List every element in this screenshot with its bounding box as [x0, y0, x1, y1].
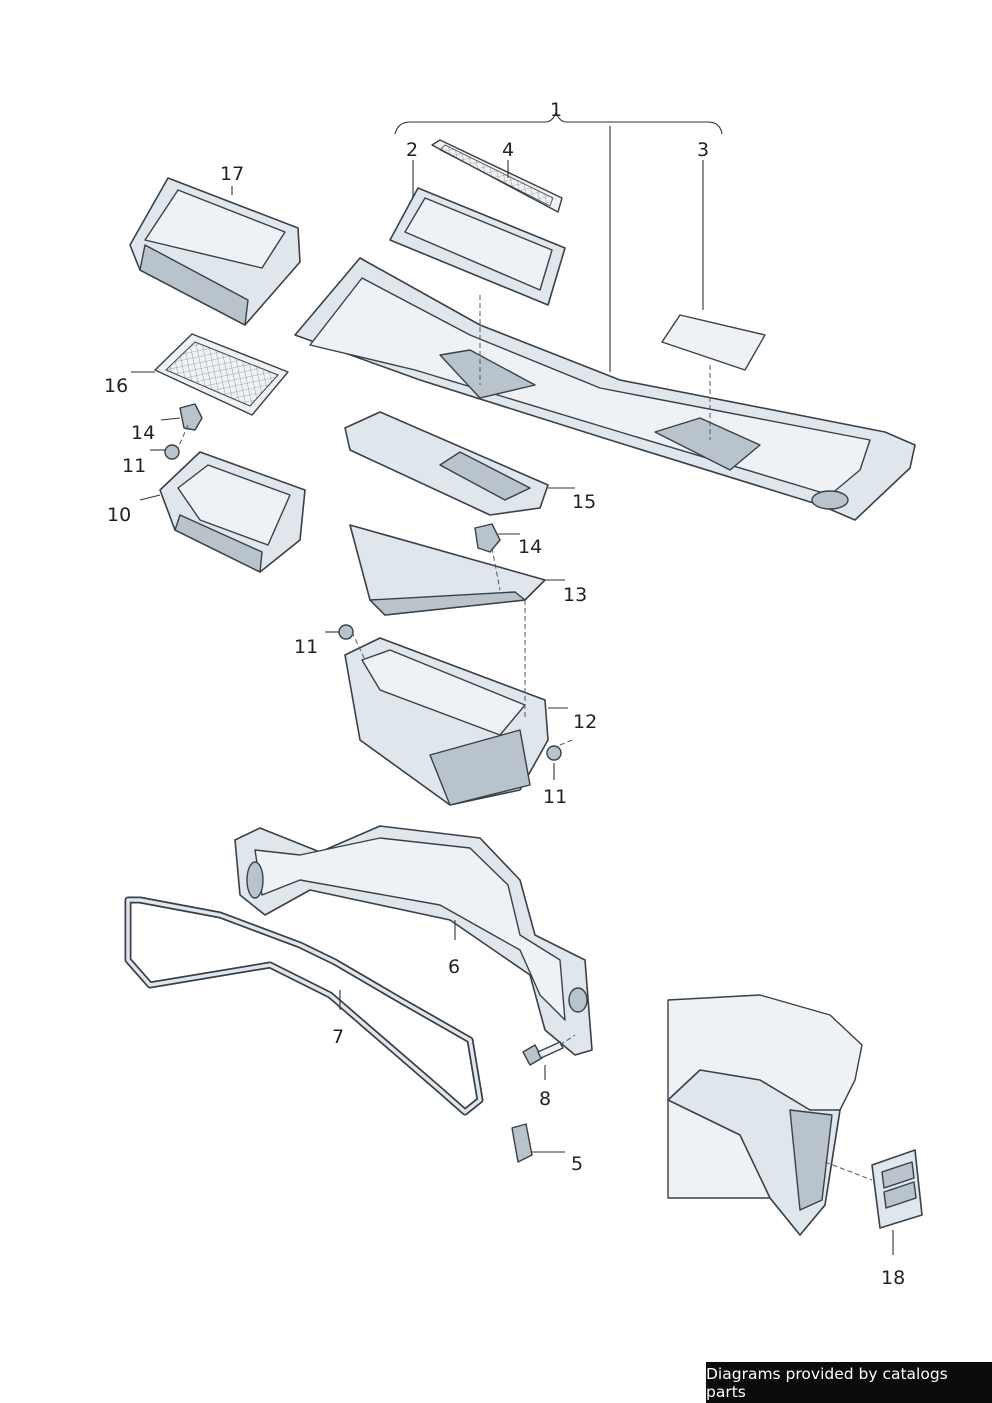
part-17-cover [129, 177, 301, 326]
part-1-plenum-panel [294, 257, 916, 521]
assembly-lines [177, 295, 873, 1181]
part-10-housing [159, 451, 306, 573]
part-8-bolt [522, 1041, 564, 1066]
part-11-nut-upper [164, 444, 180, 460]
part-12-tray [344, 637, 549, 806]
part-18-vent [871, 1149, 923, 1229]
callout-13: 13 [563, 584, 588, 606]
callout-4: 4 [502, 139, 515, 161]
callout-2: 2 [406, 139, 419, 161]
part-14-clip-upper [179, 403, 203, 431]
footer-text: Diagrams provided by catalogs parts [706, 1364, 948, 1401]
part-2-cover-frame [389, 187, 566, 306]
callout-14a: 14 [131, 422, 156, 444]
callout-18: 18 [881, 1267, 906, 1289]
callout-12: 12 [573, 711, 598, 733]
wheel-arch-body [667, 994, 863, 1236]
part-3-cover-plate [661, 314, 766, 371]
group-bracket-1 [394, 110, 723, 135]
callout-7: 7 [332, 1026, 345, 1048]
callout-5: 5 [571, 1153, 584, 1175]
callout-11b: 11 [294, 636, 319, 658]
callout-11a: 11 [122, 455, 147, 477]
callout-1: 1 [550, 99, 563, 121]
callout-15: 15 [572, 491, 597, 513]
part-11-nut-middle [338, 624, 354, 640]
callout-17: 17 [220, 163, 245, 185]
part-16-filter [154, 333, 289, 416]
callout-6: 6 [448, 956, 461, 978]
part-11-nut-lower [546, 745, 562, 761]
part-6-panel [234, 825, 593, 1056]
part-14-clip-middle [474, 523, 501, 553]
callout-3: 3 [697, 139, 710, 161]
footer-banner: Diagrams provided by catalogs parts [706, 1362, 992, 1403]
leader-lines [131, 126, 894, 1255]
callout-16: 16 [104, 375, 129, 397]
part-4-grille [431, 139, 563, 213]
callout-11c: 11 [543, 786, 568, 808]
callout-10: 10 [107, 504, 132, 526]
part-7-gasket [124, 896, 484, 1116]
part-5-clip [511, 1123, 533, 1163]
callout-14b: 14 [518, 536, 543, 558]
part-13-wedge-cover [349, 524, 546, 616]
part-15-frame [344, 411, 549, 516]
callout-8: 8 [539, 1088, 552, 1110]
